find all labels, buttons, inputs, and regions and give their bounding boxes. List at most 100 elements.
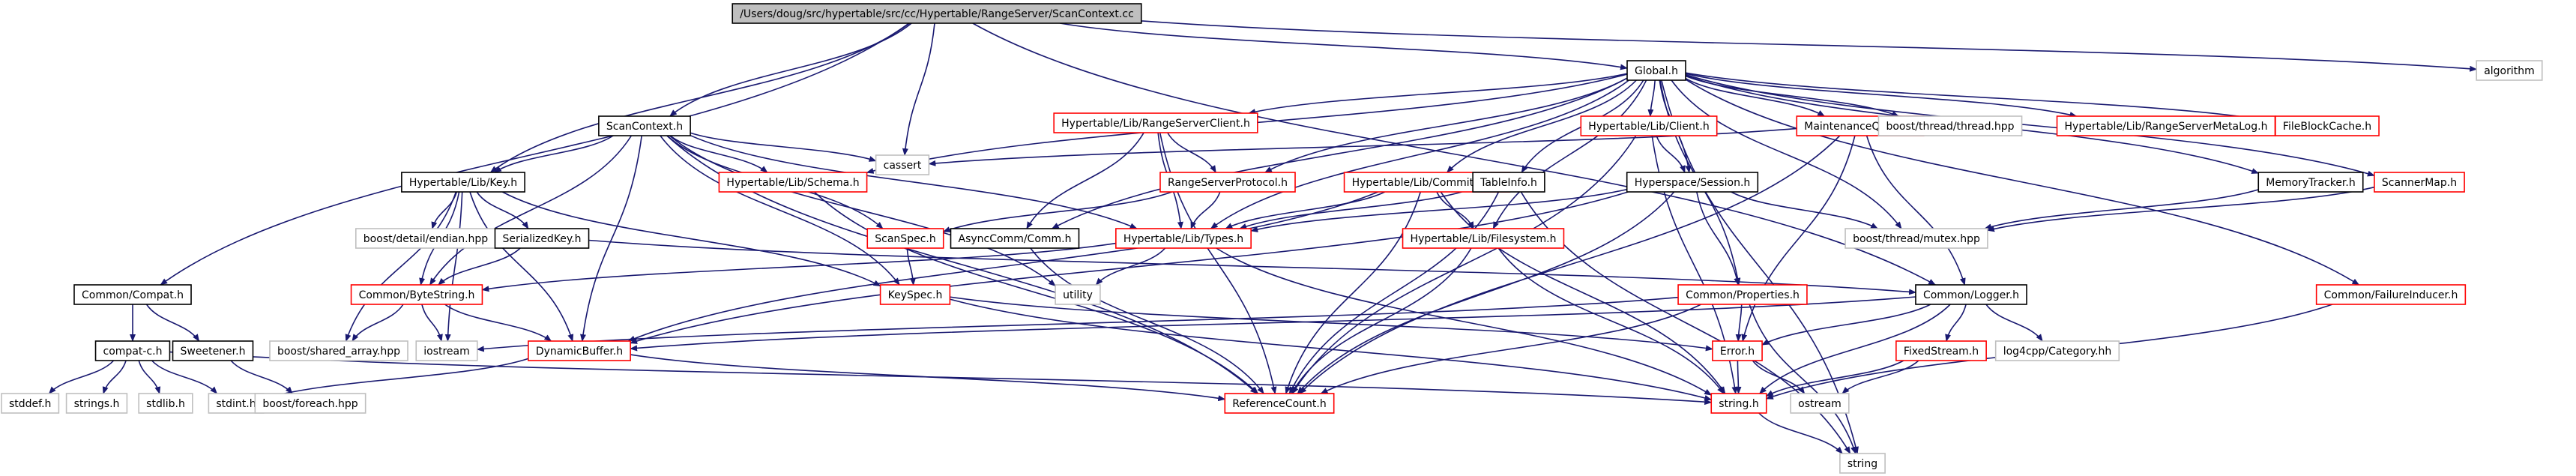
edge-root-to-compat (160, 22, 910, 286)
node-box (2257, 172, 2364, 193)
node-label: RangeServerProtocol.h (1168, 177, 1288, 189)
edge-tableinfo-to-types (1239, 187, 1473, 229)
edge-fixedstream-to-ostream (1841, 360, 1919, 394)
node-box (1159, 172, 1296, 193)
node-box (269, 340, 408, 361)
edge-key-to-serkey (476, 191, 529, 229)
edge-global-to-string (1661, 79, 1859, 454)
node-client[interactable]: Hypertable/Lib/Client.h (1580, 115, 1718, 136)
node-filesystem[interactable]: Hypertable/Lib/Filesystem.h (1402, 228, 1565, 249)
edge-filesystem-to-refcount (1291, 247, 1472, 394)
edge-properties-to-error (1735, 304, 1743, 342)
node-box (138, 393, 193, 414)
node-stdlib[interactable]: stdlib.h (138, 393, 193, 414)
node-label: Hypertable/Lib/RangeServerMetaLog.h (2065, 121, 2268, 133)
node-global[interactable]: Global.h (1626, 60, 1686, 81)
node-scancontext_h[interactable]: ScanContext.h (598, 115, 691, 136)
node-box (355, 228, 497, 249)
node-label: Common/ByteString.h (359, 289, 475, 301)
node-box (1915, 284, 2027, 305)
node-scannermap[interactable]: ScannerMap.h (2374, 172, 2465, 193)
node-compatc[interactable]: compat-c.h (94, 340, 171, 361)
node-log4cpp[interactable]: log4cpp/Category.hh (1994, 340, 2120, 361)
node-error[interactable]: Error.h (1712, 340, 1763, 361)
edge-schema-to-refcount (814, 191, 1259, 394)
edge-root-to-cassert (902, 22, 935, 156)
node-label: ReferenceCount.h (1232, 398, 1326, 410)
node-box (875, 154, 930, 175)
node-foreach[interactable]: boost/foreach.hpp (254, 393, 367, 414)
node-key[interactable]: Hypertable/Lib/Key.h (401, 172, 525, 193)
node-label: Hypertable/Lib/Filesystem.h (1411, 233, 1557, 245)
node-stdint[interactable]: stdint.h (208, 393, 265, 414)
node-mutex[interactable]: boost/thread/mutex.hpp (1844, 228, 1988, 249)
node-rsclient[interactable]: Hypertable/Lib/RangeServerClient.h (1053, 112, 1258, 133)
node-box (528, 340, 631, 361)
node-thread[interactable]: boost/thread/thread.hpp (1877, 115, 2023, 136)
node-label: string (1847, 458, 1877, 470)
node-label: stddef.h (9, 398, 51, 410)
node-label: boost/detail/endian.hpp (364, 233, 489, 245)
node-scanspec[interactable]: ScanSpec.h (866, 228, 944, 249)
node-rsmetalog[interactable]: Hypertable/Lib/RangeServerMetaLog.h (2056, 115, 2276, 136)
node-box (1710, 393, 1767, 414)
node-fixedstream[interactable]: FixedStream.h (1895, 340, 1987, 361)
node-box (1839, 453, 1886, 474)
edge-key-to-endian (431, 191, 458, 229)
node-label: ScannerMap.h (2382, 177, 2457, 189)
node-label: Hypertable/Lib/Schema.h (726, 177, 859, 189)
edge-filesystem-to-stringh (1497, 247, 1725, 394)
node-utility[interactable]: utility (1055, 284, 1101, 305)
node-bytestring[interactable]: Common/ByteString.h (350, 284, 483, 305)
edge-types-to-utility (1095, 247, 1166, 286)
node-stddef[interactable]: stddef.h (1, 393, 60, 414)
node-strings[interactable]: strings.h (65, 393, 128, 414)
node-compat[interactable]: Common/Compat.h (73, 284, 192, 305)
node-root[interactable]: /Users/doug/src/hypertable/src/cc/Hypert… (732, 3, 1142, 24)
edge-global-to-rsprotocol (1264, 77, 1628, 173)
node-dynbuf[interactable]: DynamicBuffer.h (528, 340, 631, 361)
node-box (415, 340, 478, 361)
edge-scancontext_h-to-dynbuf (580, 135, 642, 342)
node-stringh[interactable]: string.h (1710, 393, 1767, 414)
node-ostream[interactable]: ostream (1790, 393, 1850, 414)
node-session[interactable]: Hyperspace/Session.h (1626, 172, 1759, 193)
node-failinducer[interactable]: Common/FailureInducer.h (2315, 284, 2467, 305)
edge-client-to-refcount (1291, 135, 1637, 394)
node-cassert[interactable]: cassert (875, 154, 930, 175)
edge-stringh-to-string (1758, 412, 1843, 454)
node-box (1712, 340, 1763, 361)
edge-error-to-ostream (1752, 360, 1806, 394)
node-string[interactable]: string (1839, 453, 1886, 474)
node-box (94, 340, 171, 361)
node-label: boost/shared_array.hpp (277, 346, 400, 358)
node-fbcache[interactable]: FileBlockCache.h (2275, 115, 2380, 136)
node-label: ScanContext.h (606, 121, 683, 133)
node-types[interactable]: Hypertable/Lib/Types.h (1115, 228, 1252, 249)
node-algorithm[interactable]: algorithm (2476, 60, 2543, 81)
node-endian[interactable]: boost/detail/endian.hpp (355, 228, 497, 249)
node-asynccomm[interactable]: AsyncComm/Comm.h (950, 228, 1080, 249)
node-tableinfo[interactable]: TableInfo.h (1472, 172, 1545, 193)
node-refcount[interactable]: ReferenceCount.h (1224, 393, 1335, 414)
node-label: Error.h (1720, 346, 1755, 358)
node-rsprotocol[interactable]: RangeServerProtocol.h (1159, 172, 1296, 193)
node-label: TableInfo.h (1479, 177, 1537, 189)
node-keyspec[interactable]: KeySpec.h (879, 284, 951, 305)
edge-keyspec-to-stringh (950, 298, 1713, 401)
node-label: Hypertable/Lib/Key.h (409, 177, 517, 189)
node-serkey[interactable]: SerializedKey.h (494, 228, 590, 249)
nodes: /Users/doug/src/hypertable/src/cc/Hypert… (1, 3, 2543, 474)
node-sharedarray[interactable]: boost/shared_array.hpp (269, 340, 408, 361)
node-sweetener[interactable]: Sweetener.h (172, 340, 254, 361)
edge-scancontext_h-to-bytestring (429, 135, 633, 286)
node-schema[interactable]: Hypertable/Lib/Schema.h (718, 172, 868, 193)
node-memtracker[interactable]: MemoryTracker.h (2257, 172, 2364, 193)
node-properties[interactable]: Common/Properties.h (1677, 284, 1808, 305)
node-iostream[interactable]: iostream (415, 340, 478, 361)
node-label: Hypertable/Lib/Client.h (1588, 121, 1709, 133)
node-label: boost/thread/mutex.hpp (1853, 233, 1980, 245)
node-box (172, 340, 254, 361)
node-box (494, 228, 590, 249)
node-logger[interactable]: Common/Logger.h (1915, 284, 2027, 305)
